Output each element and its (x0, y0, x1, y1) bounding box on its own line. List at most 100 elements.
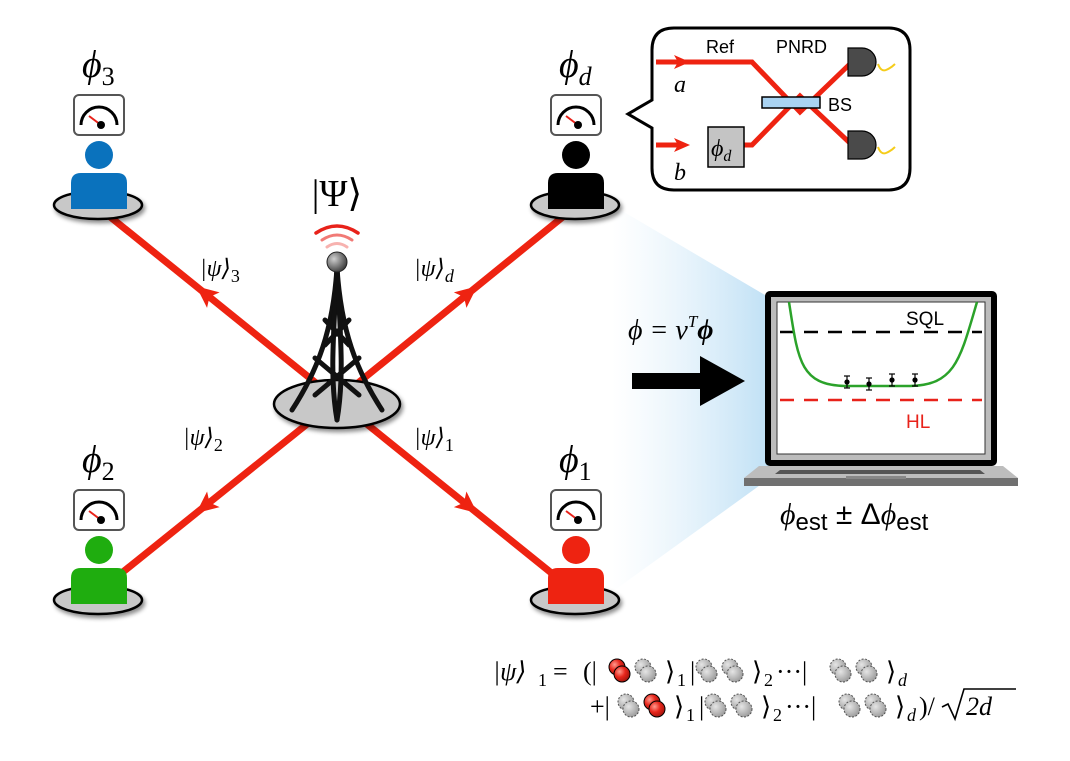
svg-text:···|: ···| (785, 692, 816, 721)
phase-label: ϕ2 (82, 439, 115, 486)
arrow-right-icon (632, 356, 745, 406)
data-point (889, 373, 895, 387)
user-node-2: ϕ2 (52, 439, 144, 616)
person-icon (71, 536, 127, 604)
person-icon (548, 536, 604, 604)
vacuum-mode-icon (838, 693, 861, 718)
beamsplitter-icon (761, 96, 821, 109)
user-node-3: ϕ3 (52, 44, 144, 221)
laptop-icon (744, 291, 1018, 486)
svg-text:|ψ⟩1: |ψ⟩1 (414, 425, 454, 455)
channel-beam (95, 397, 340, 595)
input-b-label: b (674, 160, 686, 186)
svg-text:=: = (553, 657, 568, 686)
state-label-2: |ψ⟩ (183, 425, 214, 451)
state-label-d: |ψ⟩ (414, 256, 445, 282)
svg-text:1: 1 (677, 670, 686, 690)
svg-text:|: | (690, 657, 695, 686)
svg-text:d: d (898, 670, 908, 690)
phase-label: ϕd (559, 44, 593, 91)
vacuum-mode-icon (634, 658, 657, 683)
svg-text:1: 1 (686, 705, 695, 725)
svg-text:2: 2 (773, 705, 782, 725)
svg-text:|ψ⟩d: |ψ⟩d (414, 256, 455, 286)
person-icon (548, 141, 604, 209)
channel-arrow-icon (196, 491, 220, 514)
gauge-icon (73, 94, 125, 136)
vacuum-mode-icon (864, 693, 887, 718)
photon-icon (643, 693, 666, 718)
interferometer-inset: Ref PNRD BS a b ϕd (625, 26, 912, 192)
gauge-icon (73, 489, 125, 531)
linear-combination-formula: ϕ = νTϕ (628, 312, 714, 346)
vacuum-mode-icon (829, 658, 852, 683)
detector-icon (847, 130, 896, 160)
entanglement-channels (95, 204, 578, 595)
input-a-label: a (674, 72, 686, 98)
person-icon (71, 141, 127, 209)
channel-beam (334, 397, 578, 595)
precision-plot: SQL HL (780, 301, 982, 433)
svg-text:⟩: ⟩ (761, 692, 771, 721)
phase-label: ϕ3 (82, 44, 115, 91)
user-node-1: ϕ1 (529, 439, 621, 616)
phase-shifter-box (707, 126, 745, 168)
svg-text:)/: )/ (919, 692, 936, 721)
equation-lhs: |ψ⟩ (493, 657, 526, 686)
svg-text:(|: (| (583, 657, 597, 686)
ref-label: Ref (706, 37, 735, 57)
svg-text:2d: 2d (966, 692, 993, 721)
projection-cone (612, 205, 770, 592)
data-point (844, 375, 850, 389)
channel-beam (334, 204, 578, 403)
estimate-label: ϕest ± Δϕest (780, 498, 929, 536)
pnrd-label: PNRD (776, 37, 827, 57)
bs-label: BS (828, 95, 852, 115)
svg-text:|: | (699, 692, 704, 721)
svg-text:|ψ⟩3: |ψ⟩3 (200, 256, 240, 286)
svg-text:⟩: ⟩ (674, 692, 684, 721)
vacuum-mode-icon (617, 693, 640, 718)
svg-text:ϕd: ϕd (711, 136, 732, 165)
vacuum-mode-icon (730, 693, 753, 718)
channel-arrow-icon (453, 286, 478, 308)
state-label-3: |ψ⟩ (200, 256, 231, 282)
vacuum-mode-icon (695, 658, 718, 683)
user-node-d: ϕd (529, 44, 621, 221)
hl-label: HL (906, 412, 930, 433)
svg-text:2: 2 (764, 670, 773, 690)
vacuum-mode-icon (855, 658, 878, 683)
svg-text:⟩: ⟩ (665, 657, 675, 686)
antenna-tower-icon (272, 224, 402, 430)
channel-state-labels: |ψ⟩3 |ψ⟩d |ψ⟩2 |ψ⟩1 (183, 256, 455, 455)
state-label-1: |ψ⟩ (414, 425, 445, 451)
phase-label: ϕ1 (559, 439, 592, 486)
state-equation: |ψ⟩1=(|⟩1|⟩2···|⟩d+|⟩1|⟩2···|⟩d)/2d (493, 657, 1016, 725)
gauge-icon (550, 94, 602, 136)
data-point (912, 373, 918, 387)
signal-waves-icon (314, 224, 360, 249)
svg-text:⟩: ⟩ (895, 692, 905, 721)
sqrt-sign (941, 688, 1016, 722)
vacuum-mode-icon (721, 658, 744, 683)
vacuum-mode-icon (704, 693, 727, 718)
channel-beam (95, 204, 340, 403)
svg-text:⟩: ⟩ (886, 657, 896, 686)
phase-box-label: ϕ (711, 136, 723, 162)
svg-text:+|: +| (590, 692, 610, 721)
gauge-icon (550, 489, 602, 531)
sql-label: SQL (906, 309, 944, 330)
svg-text:⟩: ⟩ (752, 657, 762, 686)
svg-text:d: d (907, 705, 917, 725)
source-state-label: |Ψ⟩ (312, 173, 362, 215)
photon-icon (608, 658, 631, 683)
data-point (866, 377, 872, 391)
precision-curve (787, 301, 979, 388)
svg-text:1: 1 (538, 670, 547, 690)
svg-text:···|: ···| (776, 657, 807, 686)
channel-arrow-icon (453, 491, 478, 514)
svg-text:|ψ⟩2: |ψ⟩2 (183, 425, 223, 455)
detector-icon (847, 47, 896, 77)
channel-arrow-icon (196, 286, 220, 308)
